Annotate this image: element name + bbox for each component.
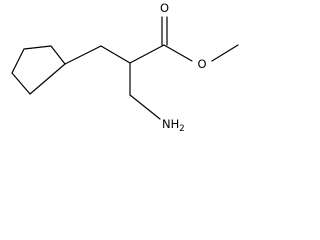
ring-bond — [50, 45, 66, 65]
amine-label: NH2 — [162, 117, 185, 134]
ester-bond — [163, 44, 193, 62]
ester-oxygen-label: O — [197, 57, 206, 71]
ring-bond — [29, 63, 66, 95]
ch2-to-amine-bond — [129, 94, 161, 120]
carbonyl-oxygen-label: O — [160, 1, 169, 15]
ch2-to-alpha-carbon-bond — [100, 45, 131, 64]
chemical-structure: O O NH2 — [11, 1, 239, 134]
cyclopentane-ring — [11, 45, 66, 95]
ring-bond — [23, 45, 52, 50]
ring-bond — [11, 72, 31, 95]
ring-bond — [11, 48, 25, 74]
alpha-carbon-to-carbonyl-bond — [129, 44, 165, 64]
methyl-bond — [211, 44, 239, 62]
ring-to-ch2-bond — [64, 45, 102, 65]
